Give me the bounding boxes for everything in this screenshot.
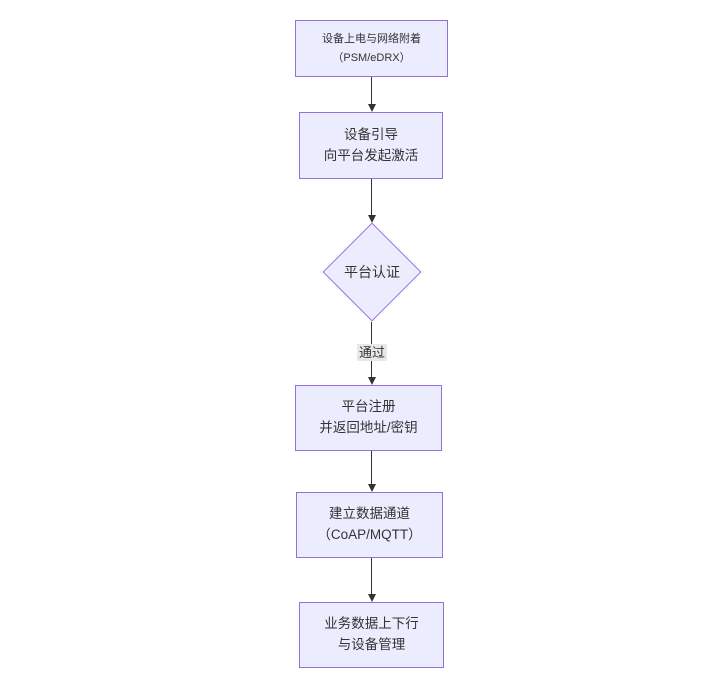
node-platform-register: 平台注册 并返回地址/密钥 [295, 385, 442, 451]
node-text-line: （CoAP/MQTT） [317, 527, 422, 542]
node-text-line: 并返回地址/密钥 [319, 420, 418, 435]
arrowhead-down-icon [368, 215, 376, 223]
arrowhead-down-icon [368, 104, 376, 112]
node-text-line: （PSM/eDRX） [332, 51, 411, 64]
node-text-line: 建立数据通道 [329, 506, 410, 522]
arrowhead-down-icon [368, 484, 376, 492]
edge-label-pass: 通过 [356, 344, 388, 361]
node-business-mgmt: 业务数据上下行 与设备管理 [299, 602, 444, 668]
arrowhead-down-icon [368, 377, 376, 385]
flow-edge-line [371, 179, 372, 215]
flow-edge-line [371, 77, 372, 104]
node-power-attach: 设备上电与网络附着 （PSM/eDRX） [295, 20, 448, 77]
arrowhead-down-icon [368, 594, 376, 602]
node-bootstrap-activate: 设备引导 向平台发起激活 [299, 112, 443, 179]
node-text-line: 与设备管理 [337, 637, 406, 652]
flow-edge-line [371, 558, 372, 594]
node-text-line: 平台注册 [341, 399, 396, 415]
node-data-channel: 建立数据通道 （CoAP/MQTT） [296, 492, 443, 558]
flow-edge-line [371, 451, 372, 484]
node-text-line: 业务数据上下行 [324, 616, 419, 632]
node-text-line: 向平台发起激活 [323, 147, 419, 163]
decision-platform-auth-label: 平台认证 [344, 264, 400, 280]
node-text-line: 设备上电与网络附着 [322, 32, 421, 45]
node-text-line: 设备引导 [344, 126, 398, 142]
